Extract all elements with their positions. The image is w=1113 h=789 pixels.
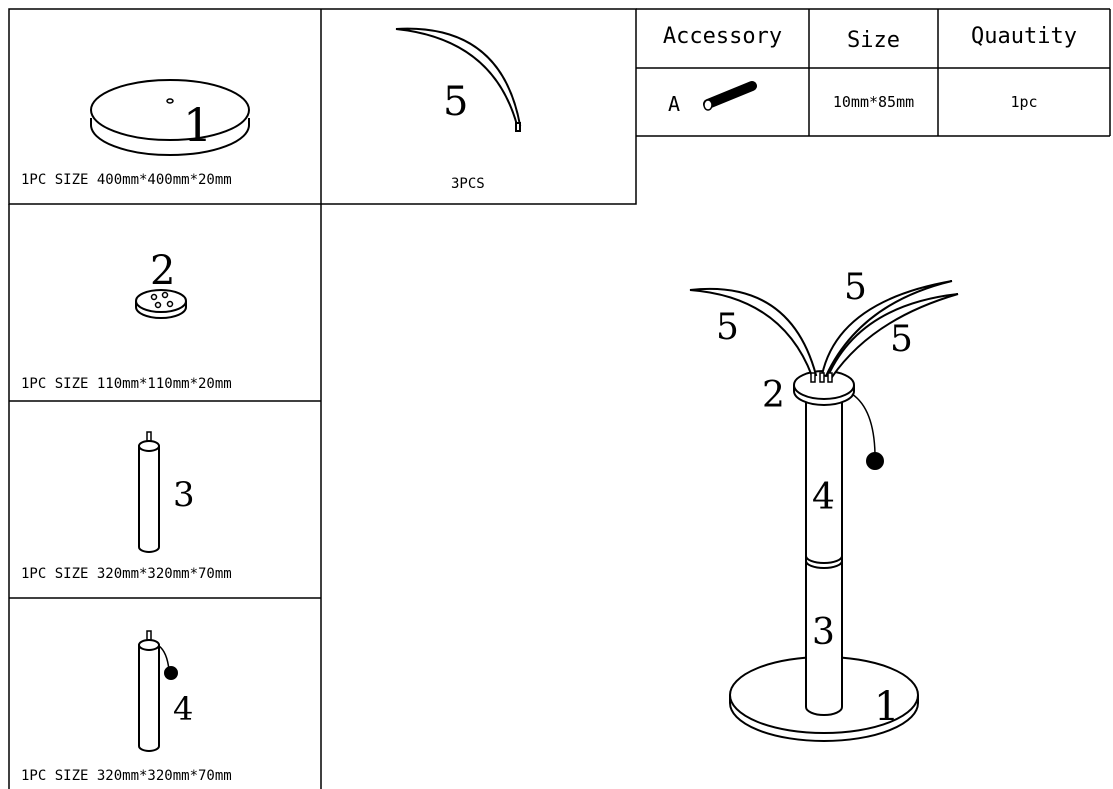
part-5-number: 5: [443, 79, 468, 125]
part-2-number: 2: [150, 248, 175, 294]
part-1-caption: 1PC SIZE 400mm*400mm*20mm: [21, 172, 232, 188]
platform-drawing: 2: [135, 248, 187, 319]
assembly-toy-ball: [866, 452, 884, 470]
assembly-label-leaf-right: 5: [890, 319, 913, 360]
part-4-caption: 1PC SIZE 320mm*320mm*70mm: [21, 768, 232, 784]
assembly-leaf-top: [820, 280, 953, 378]
assembly-label-upper-post: 4: [812, 477, 835, 518]
table-header-size: Size: [847, 28, 900, 53]
table-cell-quantity: 1pc: [1010, 93, 1038, 111]
assembly-label-lower-post: 3: [812, 612, 835, 653]
part-1-number: 1: [183, 98, 212, 152]
assembly-label-base: 1: [874, 684, 899, 730]
part-3-cell: 3 1PC SIZE 320mm*320mm*70mm: [9, 401, 321, 598]
post-drawing: 3: [138, 431, 195, 553]
table-header-accessory: Accessory: [662, 24, 783, 49]
part-5-cell: 5 3PCS: [321, 9, 636, 204]
part-4-cell: 4 1PC SIZE 320mm*320mm*70mm: [9, 598, 321, 789]
table-cell-size: 10mm*85mm: [832, 93, 915, 111]
assembly-label-platform: 2: [762, 375, 785, 416]
part-3-number: 3: [173, 475, 195, 515]
base-disc-drawing: 1: [90, 79, 250, 156]
leaf-drawing: 5: [395, 27, 522, 132]
part-2-caption: 1PC SIZE 110mm*110mm*20mm: [21, 376, 232, 392]
assembly-label-leaf-top: 5: [844, 267, 867, 308]
table-header-quantity: Quautity: [971, 24, 1077, 49]
assembly-post: [805, 399, 843, 716]
assembly-leaf-right: [826, 293, 959, 379]
table-cell-accessory: A: [667, 92, 681, 116]
post-with-toy-drawing: 4: [138, 630, 193, 752]
part-5-caption: 3PCS: [451, 176, 485, 192]
assembly-drawing: 1 2 3 4 5 5 5: [689, 267, 959, 742]
assembly-leaf-left: [689, 287, 818, 378]
part-2-cell: 2 1PC SIZE 110mm*110mm*20mm: [9, 204, 321, 401]
part-1-cell: 1 1PC SIZE 400mm*400mm*20mm: [9, 9, 321, 204]
part-3-caption: 1PC SIZE 320mm*320mm*70mm: [21, 566, 232, 582]
dowel-icon: [703, 81, 757, 111]
part-4-number: 4: [173, 690, 193, 728]
assembly-label-leaf-left: 5: [716, 307, 739, 348]
